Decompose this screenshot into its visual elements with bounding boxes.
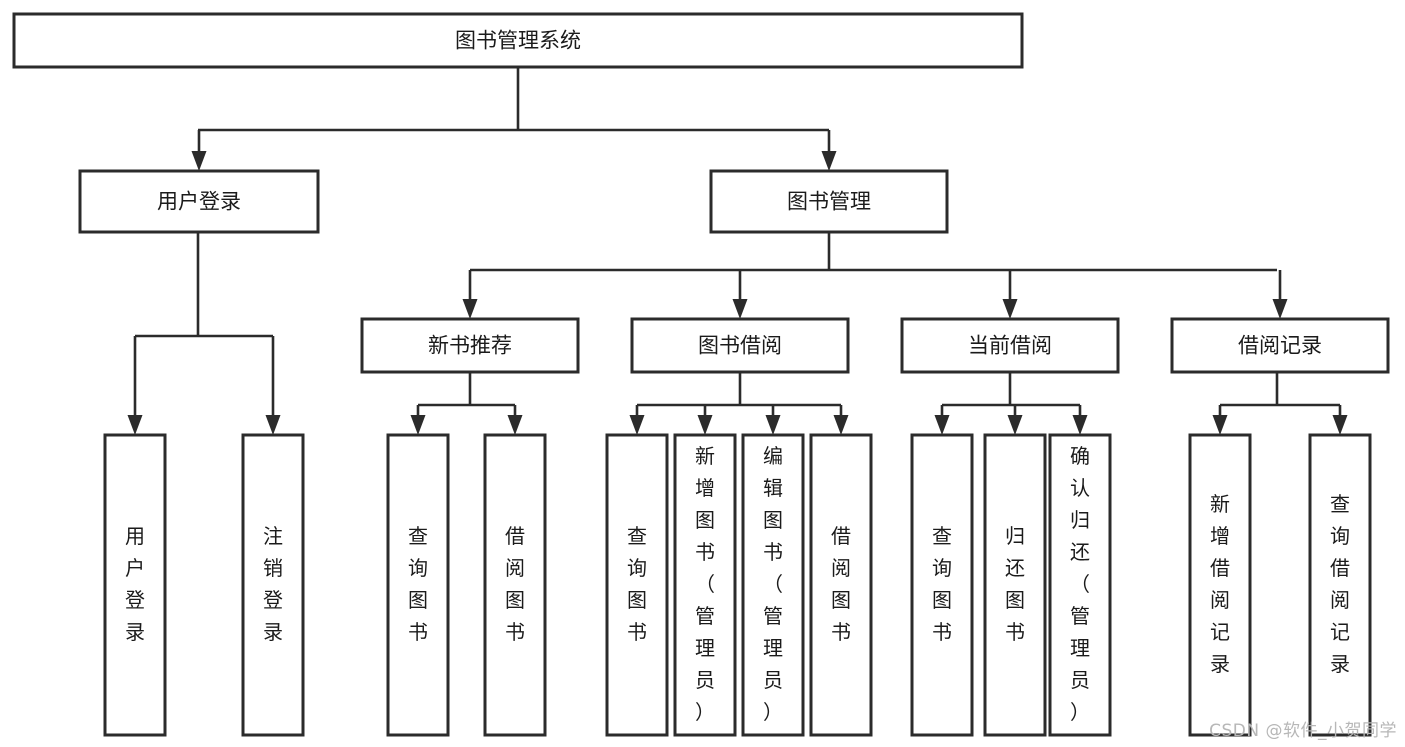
node-label: 用户登录 xyxy=(125,524,145,644)
level1-node-book-manage[interactable]: 图书管理 xyxy=(709,169,949,234)
leaf-node-leaf-query-record[interactable]: 查询借阅记录 xyxy=(1308,433,1372,737)
arrow-to-leaf-borrow-book-1-head xyxy=(507,415,523,435)
leaf-node-leaf-add-record[interactable]: 新增借阅记录 xyxy=(1188,433,1252,737)
arrow-to-leaf-user-login-head xyxy=(127,415,143,435)
node-rect xyxy=(1048,433,1112,737)
nodes-layer: 图书管理系统用户登录图书管理新书推荐图书借阅当前借阅借阅记录用户登录注销登录查询… xyxy=(12,12,1390,737)
node-label: 查询借阅记录 xyxy=(1330,492,1350,676)
node-rect xyxy=(910,433,974,737)
arrow-to-leaf-confirm-return-head xyxy=(1072,415,1088,435)
node-rect xyxy=(103,433,167,737)
arrow-to-borrow-record-head xyxy=(1272,299,1288,319)
level2-node-current-borrow[interactable]: 当前借阅 xyxy=(900,317,1120,374)
level2-node-book-borrow[interactable]: 图书借阅 xyxy=(630,317,850,374)
node-label: 注销登录 xyxy=(263,524,283,644)
node-label: 图书管理系统 xyxy=(455,29,581,53)
node-label: 归还图书 xyxy=(1005,524,1025,644)
arrow-to-leaf-add-record-head xyxy=(1212,415,1228,435)
arrow-to-leaf-query-book-1-head xyxy=(410,415,426,435)
node-rect xyxy=(709,169,949,234)
node-rect xyxy=(1188,433,1252,737)
node-rect xyxy=(360,317,580,374)
arrow-to-leaf-edit-book-head xyxy=(765,415,781,435)
node-rect xyxy=(673,433,737,737)
node-label: 借阅图书 xyxy=(505,524,525,644)
leaf-node-leaf-user-logout[interactable]: 注销登录 xyxy=(241,433,305,737)
leaf-node-leaf-add-book[interactable]: 新增图书（管理员） xyxy=(673,433,737,737)
arrow-to-new-book-recommend-head xyxy=(462,299,478,319)
level2-node-new-book-recommend[interactable]: 新书推荐 xyxy=(360,317,580,374)
node-rect xyxy=(983,433,1047,737)
node-rect xyxy=(386,433,450,737)
node-label: 用户登录 xyxy=(157,190,241,214)
node-rect xyxy=(809,433,873,737)
node-rect xyxy=(605,433,669,737)
leaf-node-leaf-query-book-1[interactable]: 查询图书 xyxy=(386,433,450,737)
arrow-to-current-borrow-head xyxy=(1002,299,1018,319)
arrow-to-leaf-user-logout-head xyxy=(265,415,281,435)
node-rect xyxy=(741,433,805,737)
node-rect xyxy=(900,317,1120,374)
node-rect xyxy=(78,169,320,234)
node-label: 新书推荐 xyxy=(428,334,512,358)
node-label: 新增图书（管理员） xyxy=(695,444,715,724)
arrow-to-book-borrow-head xyxy=(732,299,748,319)
leaf-node-leaf-user-login[interactable]: 用户登录 xyxy=(103,433,167,737)
leaf-node-leaf-confirm-return[interactable]: 确认归还（管理员） xyxy=(1048,433,1112,737)
connectors-layer xyxy=(127,67,1348,435)
node-label: 借阅记录 xyxy=(1238,334,1322,358)
leaf-node-leaf-edit-book[interactable]: 编辑图书（管理员） xyxy=(741,433,805,737)
node-rect xyxy=(241,433,305,737)
node-label: 查询图书 xyxy=(408,524,428,644)
node-label: 编辑图书（管理员） xyxy=(763,444,783,724)
node-label: 借阅图书 xyxy=(831,524,851,644)
leaf-node-leaf-query-book-2[interactable]: 查询图书 xyxy=(605,433,669,737)
node-label: 查询图书 xyxy=(627,524,647,644)
csdn-watermark: CSDN @软件_小贺同学 xyxy=(1209,721,1397,741)
arrow-to-user-login-head xyxy=(191,151,207,171)
node-rect xyxy=(1170,317,1390,374)
arrow-to-leaf-borrow-book-2-head xyxy=(833,415,849,435)
level1-node-user-login[interactable]: 用户登录 xyxy=(78,169,320,234)
arrow-to-leaf-add-book-head xyxy=(697,415,713,435)
node-label: 确认归还（管理员） xyxy=(1070,444,1090,724)
node-label: 新增借阅记录 xyxy=(1210,492,1230,676)
level2-node-borrow-record[interactable]: 借阅记录 xyxy=(1170,317,1390,374)
node-label: 当前借阅 xyxy=(968,334,1052,358)
leaf-node-leaf-borrow-book-1[interactable]: 借阅图书 xyxy=(483,433,547,737)
node-label: 查询图书 xyxy=(932,524,952,644)
leaf-node-leaf-query-book-3[interactable]: 查询图书 xyxy=(910,433,974,737)
root-node-undefined[interactable]: 图书管理系统 xyxy=(12,12,1024,69)
leaf-node-leaf-borrow-book-2[interactable]: 借阅图书 xyxy=(809,433,873,737)
arrow-to-leaf-query-record-head xyxy=(1332,415,1348,435)
node-rect xyxy=(630,317,850,374)
arrow-to-leaf-query-book-2-head xyxy=(629,415,645,435)
arrow-to-book-manage-head xyxy=(821,151,837,171)
node-rect xyxy=(1308,433,1372,737)
node-rect xyxy=(483,433,547,737)
node-label: 图书借阅 xyxy=(698,334,782,358)
arrow-to-leaf-return-book-head xyxy=(1007,415,1023,435)
node-label: 图书管理 xyxy=(787,190,871,214)
arrow-to-leaf-query-book-3-head xyxy=(934,415,950,435)
node-rect xyxy=(12,12,1024,69)
leaf-node-leaf-return-book[interactable]: 归还图书 xyxy=(983,433,1047,737)
